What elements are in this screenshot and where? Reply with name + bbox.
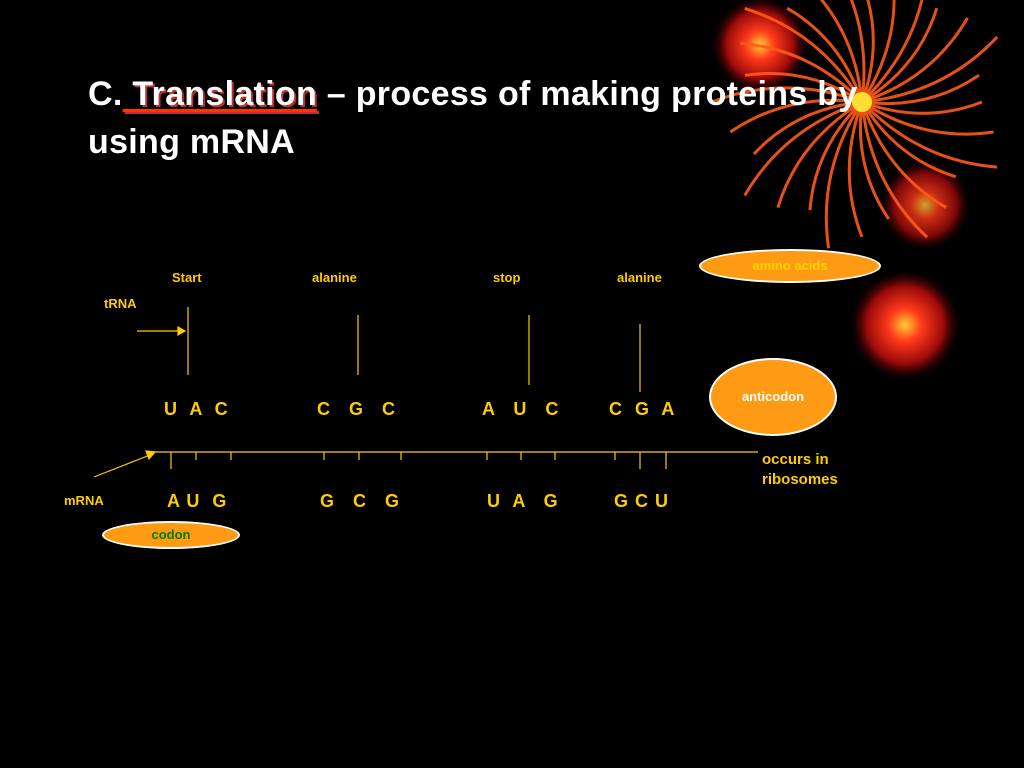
slide-title: C. Translation – process of making prote… (88, 70, 868, 166)
firework-ray (808, 100, 864, 211)
mrna-arrow-head (145, 450, 157, 461)
amino-acids-callout: amino acids (699, 249, 881, 283)
anticodon-1: U A C (164, 399, 229, 419)
mrna-ticks (170, 452, 667, 469)
firework-ray (849, 0, 866, 103)
orb-right (850, 270, 960, 380)
firework-ray (860, 101, 947, 209)
amino-label-stop: stop (493, 270, 521, 285)
location-note: occurs in ribosomes (762, 451, 838, 488)
amino-label-alanine-2: alanine (617, 270, 662, 285)
firework-ray (711, 86, 863, 104)
firework-ray (861, 7, 939, 104)
firework-ray (776, 100, 863, 208)
mrna-label: mRNA (64, 493, 104, 508)
anticodon-3: A U C (482, 399, 560, 419)
firework-ray (743, 100, 863, 197)
mrna-arrow (93, 454, 151, 478)
firework-ray (861, 100, 983, 115)
anticodon-2: C G C (317, 399, 397, 419)
trna-label: tRNA (104, 296, 137, 311)
firework-ray (824, 101, 864, 249)
codon-3: U A G (487, 491, 559, 511)
firework-ray (861, 74, 980, 106)
title-rest: – process of making proteins by using mR… (88, 75, 858, 161)
firework-ray (744, 7, 864, 103)
firework-ray (740, 41, 864, 104)
firework-ray (786, 6, 864, 103)
title-highlight: Translation (122, 75, 318, 113)
codon-1: A U G (167, 491, 228, 511)
firework-rays (711, 0, 999, 249)
firework-ray (729, 98, 863, 134)
firework-ray (819, 0, 864, 103)
anticodon-callout: anticodon (709, 358, 837, 436)
orb-mid (880, 160, 970, 250)
firework-ray (860, 101, 929, 239)
codon-callout: codon (102, 521, 240, 549)
firework-ray (861, 100, 994, 136)
firework-ray (860, 0, 875, 103)
firework-ray (860, 101, 957, 179)
firework-ray (861, 17, 969, 104)
amino-label-alanine-1: alanine (312, 270, 357, 285)
amino-label-start: Start (172, 270, 202, 285)
firework-ray (847, 101, 864, 238)
title-prefix: C. (88, 75, 123, 113)
codon-2: G C G (320, 491, 401, 511)
firework-ray (860, 100, 998, 169)
firework-ray (860, 0, 896, 103)
firework-ray (752, 100, 863, 156)
trna-arrow-head (177, 325, 187, 337)
firework-ray (860, 0, 924, 104)
anticodon-4: C G A (609, 399, 676, 419)
codon-4: G C U (614, 491, 670, 511)
firework-ray (858, 101, 890, 220)
firework-center (852, 92, 872, 112)
firework-ray (744, 71, 863, 104)
firework-ray (861, 35, 999, 104)
